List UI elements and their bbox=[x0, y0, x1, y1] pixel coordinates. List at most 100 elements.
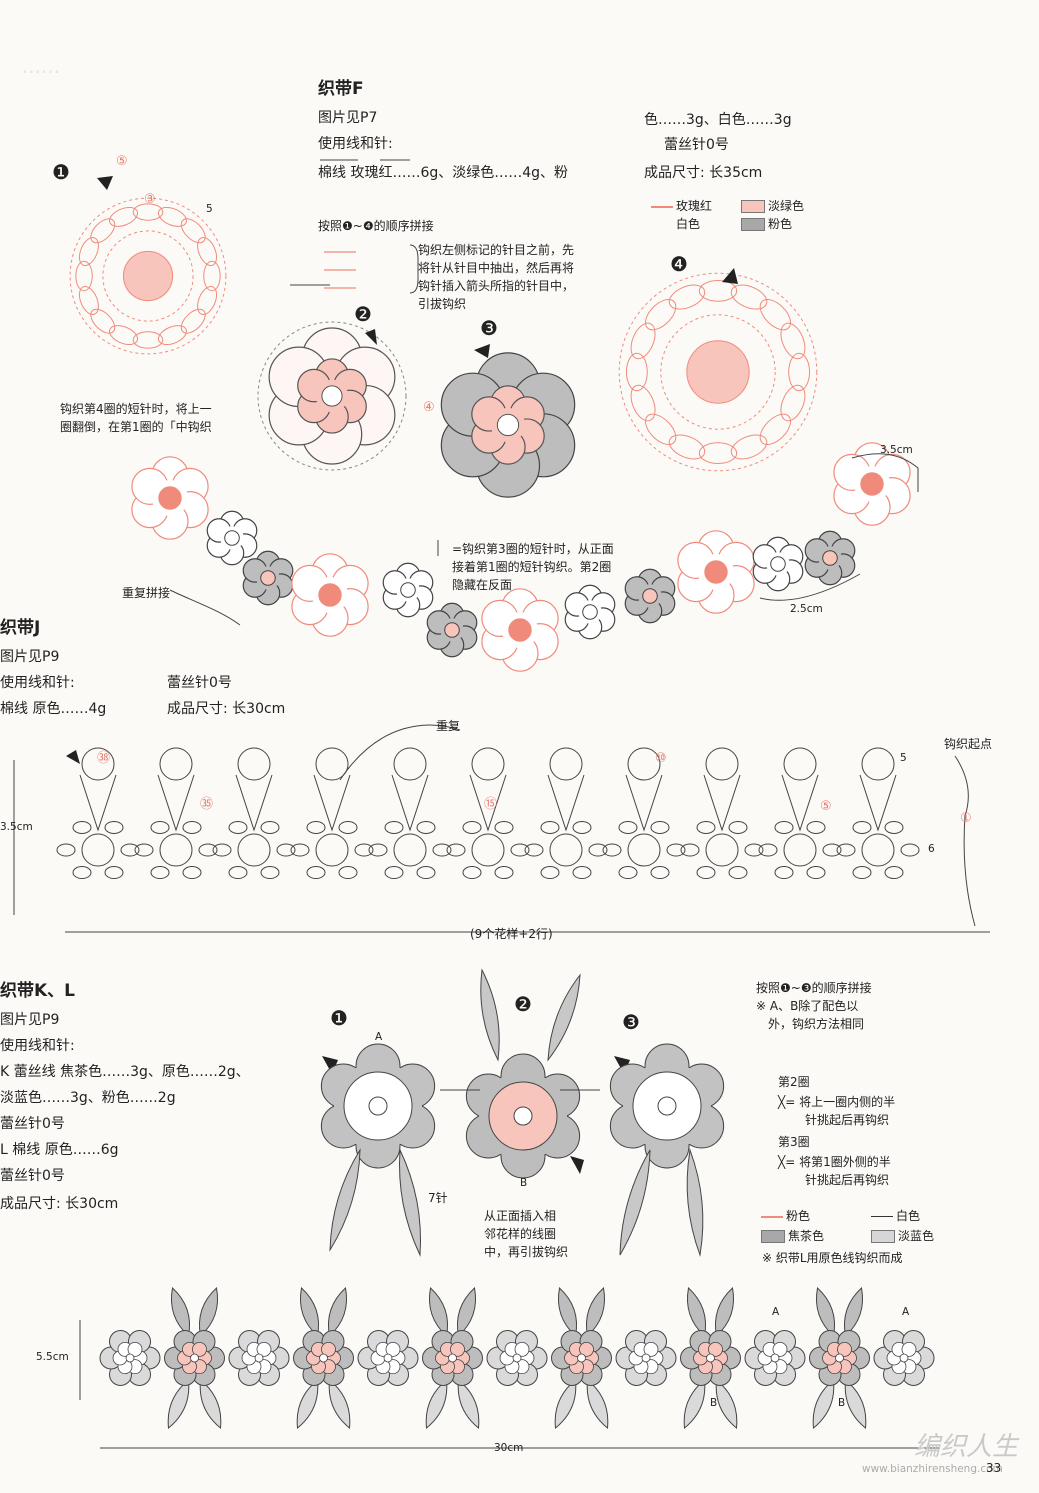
motif-f-outer-stitch bbox=[157, 206, 187, 227]
legend-brown-swatch bbox=[761, 1230, 785, 1243]
band-j-bead bbox=[338, 820, 358, 834]
band-f-marker-3: ❸ bbox=[480, 316, 498, 340]
motif-f-outer-stitch bbox=[157, 325, 187, 346]
band-j-bead bbox=[572, 866, 592, 880]
band-kl-stitch-note-1: 从正面插入相 bbox=[484, 1209, 557, 1223]
bleed-text: ······ bbox=[22, 60, 61, 84]
band-j-strand bbox=[391, 774, 429, 832]
band-j-top-loop bbox=[81, 747, 115, 781]
band-j-bead bbox=[806, 820, 826, 834]
band-kl-label-a2: A bbox=[772, 1306, 780, 1318]
dimension-line bbox=[851, 453, 919, 492]
motif-f-outer-stitch bbox=[759, 298, 792, 331]
kl-strip-inner bbox=[837, 1341, 852, 1357]
band-kl-legend-4: 淡蓝色 bbox=[868, 1228, 934, 1244]
band-j-bead bbox=[354, 843, 374, 857]
band-j-bead bbox=[494, 820, 514, 834]
band-j-bead bbox=[56, 843, 76, 857]
band-j-tools: 使用线和针: bbox=[0, 675, 75, 691]
motif-f-core bbox=[122, 250, 174, 302]
kl-strip-center bbox=[706, 1353, 715, 1363]
chain-flower-12-center bbox=[860, 472, 884, 496]
motif-f-outer-stitch bbox=[668, 284, 706, 310]
band-j-bead bbox=[650, 866, 670, 880]
band-j-repeat-curve bbox=[339, 724, 461, 781]
motif-f-ring bbox=[69, 197, 227, 355]
band-f-legend-3: 白色 bbox=[648, 216, 700, 232]
band-j-bead bbox=[104, 866, 124, 880]
leader-line bbox=[169, 589, 241, 626]
arrow-marker bbox=[322, 1056, 338, 1074]
band-f-dim-b: 2.5cm bbox=[790, 603, 823, 615]
band-f-size: 成品尺寸: 长35cm bbox=[644, 165, 763, 181]
band-j-center-ring bbox=[705, 833, 739, 867]
kl-strip-ear bbox=[816, 1287, 835, 1337]
motif-f-outer-stitch bbox=[698, 442, 738, 465]
band-j-bead bbox=[774, 820, 794, 834]
motif-f-outer-stitch bbox=[644, 413, 677, 446]
watermark-logo: 编织人生 bbox=[914, 1432, 1019, 1462]
motif-f-outer-stitch bbox=[78, 285, 99, 315]
kl-strip-ear bbox=[300, 1287, 319, 1337]
band-j-start-curve bbox=[954, 755, 976, 927]
motif-f-outer-stitch bbox=[630, 384, 656, 422]
motif-f-outer-stitch bbox=[780, 322, 806, 360]
kl-strip-center bbox=[577, 1353, 586, 1363]
kl-strip-ear bbox=[199, 1287, 218, 1337]
band-j-repeat: 重复 bbox=[436, 719, 461, 733]
band-j-ref: 图片见P9 bbox=[0, 649, 60, 665]
band-j-strand bbox=[313, 774, 351, 832]
band-j-bead bbox=[744, 843, 764, 857]
kl-strip-inner bbox=[256, 1341, 272, 1357]
band-j-top-loop bbox=[315, 747, 349, 781]
band-j-bead bbox=[306, 866, 326, 880]
band-j-stitch-5: 5 bbox=[900, 752, 907, 764]
motif-f-outer-stitch bbox=[180, 218, 206, 244]
band-j-bead bbox=[774, 866, 794, 880]
band-j-start: 钩织起点 bbox=[944, 737, 993, 751]
kl-strip-ear bbox=[328, 1287, 347, 1337]
motif-f-outer-stitch bbox=[625, 352, 648, 392]
band-j-bead bbox=[540, 820, 560, 834]
kl-strip-ear bbox=[844, 1287, 863, 1337]
band-j-bead bbox=[72, 820, 92, 834]
band-j-bead bbox=[260, 866, 280, 880]
motif-f2-ring bbox=[257, 321, 407, 471]
band-kl-legend-note: ※ 织带L用原色线钩织而成 bbox=[762, 1251, 903, 1265]
legend-pink-swatch bbox=[741, 200, 765, 213]
kl-strip-ear bbox=[687, 1287, 706, 1337]
band-j-round-10: ⑩ bbox=[655, 751, 667, 766]
kl-strip-leaf bbox=[296, 1379, 319, 1429]
band-f-stitch-5: 5 bbox=[206, 203, 213, 215]
kl-motif-2-center bbox=[513, 1106, 533, 1126]
band-j-bead bbox=[134, 843, 154, 857]
chain-flower-6-center bbox=[508, 618, 532, 642]
kl-strip-leaf bbox=[715, 1379, 738, 1429]
motif-f-outer-stitch bbox=[109, 325, 139, 346]
band-j-center-ring bbox=[627, 833, 661, 867]
motif-f-ring bbox=[618, 272, 818, 472]
band-kl-marker-1: ❶ bbox=[330, 1006, 348, 1030]
chain-flower-7-center bbox=[582, 604, 598, 620]
band-kl-marker-3: ❸ bbox=[622, 1010, 640, 1034]
motif-f2-inner-center bbox=[321, 385, 343, 407]
band-kl-hook-l: 蕾丝针0号 bbox=[0, 1168, 65, 1184]
band-f-round3-note-3: 隐藏在反面 bbox=[452, 578, 513, 592]
band-j-top-loop bbox=[627, 747, 661, 781]
band-f-round3-note-1: =钩织第3圈的短针时，从正面 bbox=[452, 542, 614, 556]
kl-strip-ear bbox=[457, 1287, 476, 1337]
band-j-strand bbox=[235, 774, 273, 832]
legend-lightblue-swatch bbox=[871, 1230, 895, 1243]
motif-f-outer-stitch bbox=[180, 308, 206, 334]
band-f-round-4: ④ bbox=[423, 400, 435, 415]
band-j-bead bbox=[524, 843, 544, 857]
kl-motif-3-center bbox=[657, 1096, 677, 1116]
motif-f-outer-stitch bbox=[75, 260, 93, 292]
kl-leaf bbox=[619, 1149, 651, 1256]
band-j-bead bbox=[666, 843, 686, 857]
band-j-bead bbox=[198, 843, 218, 857]
motif-f-outer-stitch bbox=[197, 285, 218, 315]
kl-strip-leaf bbox=[683, 1379, 706, 1429]
kl-strip-ear bbox=[171, 1287, 190, 1337]
motif-f-outer-stitch bbox=[630, 322, 656, 360]
